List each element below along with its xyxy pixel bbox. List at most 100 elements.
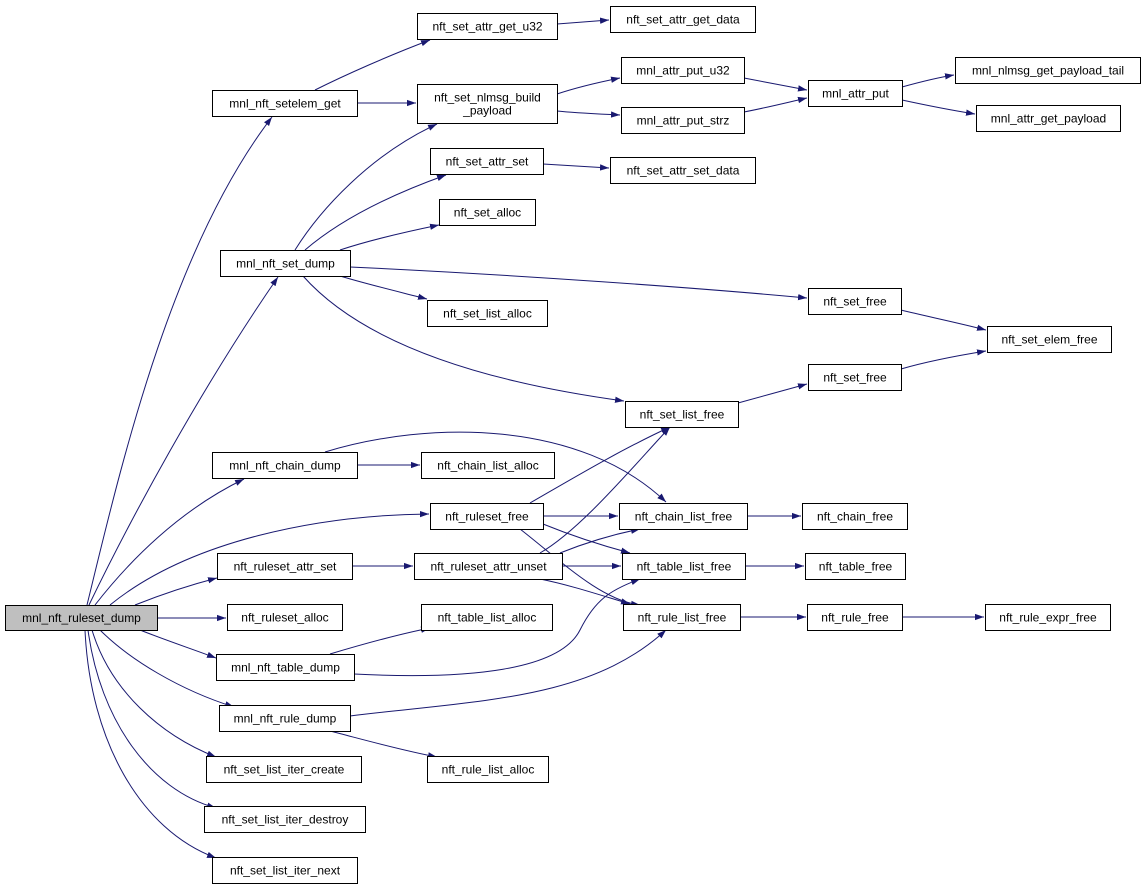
node-mnl-nft-rule-dump[interactable]: mnl_nft_rule_dump bbox=[219, 705, 351, 732]
node-box bbox=[414, 553, 563, 580]
node-label: nft_rule_list_alloc bbox=[442, 763, 535, 777]
node-mnl-attr-get-payload[interactable]: mnl_attr_get_payload bbox=[976, 105, 1121, 132]
node-nft-set-list-iter-destroy[interactable]: nft_set_list_iter_destroy bbox=[204, 806, 366, 833]
node-nft-ruleset-alloc[interactable]: nft_ruleset_alloc bbox=[227, 604, 343, 631]
edge-mnl_nft_table_dump-to-nft_table_list_alloc bbox=[329, 626, 431, 655]
node-nft-set-free-1[interactable]: nft_set_free bbox=[808, 288, 902, 315]
node-nft-ruleset-attr-set[interactable]: nft_ruleset_attr_set bbox=[217, 553, 353, 580]
node-box bbox=[808, 288, 902, 315]
node-label: mnl_attr_put bbox=[822, 87, 889, 101]
node-label: mnl_nft_rule_dump bbox=[234, 712, 337, 726]
node-box bbox=[619, 503, 748, 530]
edge-mnl_attr_put_u32-to-mnl_attr_put bbox=[743, 77, 808, 92]
node-label: nft_set_alloc bbox=[454, 206, 521, 220]
node-nft-set-attr-get-u32[interactable]: nft_set_attr_get_u32 bbox=[417, 13, 558, 40]
node-mnl-nft-chain-dump[interactable]: mnl_nft_chain_dump bbox=[212, 452, 358, 479]
edge-mnl_nft_ruleset_dump-to-nft_set_list_iter_next bbox=[84, 629, 217, 859]
node-label: nft_set_attr_set_data bbox=[627, 164, 740, 178]
node-box bbox=[217, 553, 353, 580]
edge-mnl_nft_ruleset_dump-to-mnl_nft_setelem_get bbox=[86, 116, 273, 606]
node-label: nft_set_nlmsg_build bbox=[434, 91, 541, 105]
node-label: nft_set_free bbox=[823, 295, 887, 309]
node-box bbox=[421, 452, 555, 479]
edge-mnl_nft_rule_dump-to-nft_rule_list_free bbox=[349, 629, 667, 717]
node-box bbox=[808, 364, 902, 391]
node-label: _payload bbox=[462, 104, 512, 118]
node-box bbox=[227, 604, 343, 631]
node-nft-rule-list-alloc[interactable]: nft_rule_list_alloc bbox=[427, 756, 549, 783]
node-nft-chain-list-alloc[interactable]: nft_chain_list_alloc bbox=[421, 452, 555, 479]
node-label: nft_set_elem_free bbox=[1001, 333, 1097, 347]
node-nft-set-elem-free[interactable]: nft_set_elem_free bbox=[987, 326, 1112, 353]
node-label: nft_set_list_free bbox=[640, 408, 725, 422]
edge-nft_set_nlmsg_build_payload-to-mnl_attr_put_u32 bbox=[556, 76, 621, 95]
node-mnl-nft-table-dump[interactable]: mnl_nft_table_dump bbox=[216, 654, 355, 681]
node-nft-table-list-alloc[interactable]: nft_table_list_alloc bbox=[421, 604, 553, 631]
node-nft-set-list-free[interactable]: nft_set_list_free bbox=[625, 401, 739, 428]
node-label: nft_ruleset_alloc bbox=[241, 611, 328, 625]
node-nft-set-attr-set[interactable]: nft_set_attr_set bbox=[430, 148, 544, 175]
node-nft-table-free[interactable]: nft_table_free bbox=[805, 553, 906, 580]
node-nft-chain-list-free[interactable]: nft_chain_list_free bbox=[619, 503, 748, 530]
node-nft-set-nlmsg-build-payload[interactable]: nft_set_nlmsg_build_payload bbox=[417, 84, 558, 124]
node-mnl-attr-put-u32[interactable]: mnl_attr_put_u32 bbox=[621, 57, 745, 84]
edges-layer bbox=[84, 17, 987, 859]
node-nft-chain-free[interactable]: nft_chain_free bbox=[802, 503, 908, 530]
edge-mnl_nft_set_dump-to-nft_set_free_1 bbox=[349, 266, 808, 301]
node-box bbox=[610, 6, 756, 33]
node-label: nft_set_free bbox=[823, 371, 887, 385]
node-label: nft_table_free bbox=[819, 560, 893, 574]
edge-nft_set_nlmsg_build_payload-to-mnl_attr_put_strz bbox=[556, 110, 621, 118]
node-nft-ruleset-free[interactable]: nft_ruleset_free bbox=[430, 503, 544, 530]
edge-mnl_nft_ruleset_dump-to-mnl_nft_chain_dump bbox=[94, 478, 245, 606]
node-box bbox=[216, 654, 355, 681]
node-box bbox=[427, 756, 549, 783]
node-nft-rule-free[interactable]: nft_rule_free bbox=[807, 604, 903, 631]
node-nft-set-attr-get-data[interactable]: nft_set_attr_get_data bbox=[610, 6, 756, 33]
node-label: nft_set_list_iter_create bbox=[224, 763, 345, 777]
node-mnl-nlmsg-get-payload-tail[interactable]: mnl_nlmsg_get_payload_tail bbox=[955, 57, 1141, 84]
node-label: mnl_nft_setelem_get bbox=[229, 97, 341, 111]
node-label: mnl_nft_ruleset_dump bbox=[22, 611, 141, 625]
node-label: mnl_nft_set_dump bbox=[236, 257, 335, 271]
node-mnl-attr-put-strz[interactable]: mnl_attr_put_strz bbox=[621, 107, 745, 134]
edge-nft_ruleset_attr_unset-to-nft_chain_list_free bbox=[559, 527, 641, 554]
edge-mnl_nft_ruleset_dump-to-mnl_nft_rule_dump bbox=[99, 629, 235, 708]
node-nft-set-free-2[interactable]: nft_set_free bbox=[808, 364, 902, 391]
node-label: nft_chain_list_free bbox=[635, 510, 733, 524]
node-mnl-nft-setelem-get[interactable]: mnl_nft_setelem_get bbox=[212, 90, 358, 117]
edge-nft_ruleset_free-to-nft_table_list_free bbox=[542, 523, 631, 554]
node-nft-set-list-iter-next[interactable]: nft_set_list_iter_next bbox=[212, 857, 358, 884]
node-mnl-attr-put[interactable]: mnl_attr_put bbox=[808, 80, 903, 107]
node-nft-set-list-iter-create[interactable]: nft_set_list_iter_create bbox=[206, 756, 362, 783]
node-mnl-nft-ruleset-dump[interactable]: mnl_nft_ruleset_dump bbox=[5, 605, 158, 631]
node-label: nft_set_list_iter_next bbox=[230, 864, 341, 878]
node-label: mnl_attr_put_strz bbox=[637, 114, 730, 128]
node-nft-table-list-free[interactable]: nft_table_list_free bbox=[622, 553, 746, 580]
edge-mnl_attr_put_strz-to-mnl_attr_put bbox=[743, 96, 808, 113]
node-nft-set-attr-set-data[interactable]: nft_set_attr_set_data bbox=[610, 157, 756, 184]
edge-mnl_nft_chain_dump-to-nft_chain_list_free bbox=[324, 431, 667, 503]
edge-nft_ruleset_free-to-nft_set_list_free bbox=[529, 426, 671, 504]
node-nft-set-alloc[interactable]: nft_set_alloc bbox=[439, 199, 536, 226]
edge-mnl_nft_ruleset_dump-to-nft_set_list_iter_create bbox=[91, 629, 217, 758]
node-nft-rule-list-free[interactable]: nft_rule_list_free bbox=[623, 604, 741, 631]
edge-mnl_nft_ruleset_dump-to-mnl_nft_set_dump bbox=[88, 276, 279, 606]
node-label: nft_ruleset_attr_set bbox=[234, 560, 337, 574]
node-mnl-nft-set-dump[interactable]: mnl_nft_set_dump bbox=[220, 250, 351, 277]
node-box bbox=[808, 80, 903, 107]
node-nft-rule-expr-free[interactable]: nft_rule_expr_free bbox=[985, 604, 1111, 631]
edge-mnl_nft_ruleset_dump-to-mnl_nft_table_dump bbox=[139, 629, 217, 659]
node-box bbox=[417, 84, 558, 124]
node-box bbox=[987, 326, 1112, 353]
node-label: mnl_nlmsg_get_payload_tail bbox=[972, 64, 1124, 78]
node-nft-set-list-alloc[interactable]: nft_set_list_alloc bbox=[427, 300, 548, 327]
node-nft-ruleset-attr-unset[interactable]: nft_ruleset_attr_unset bbox=[414, 553, 563, 580]
node-label: nft_set_list_alloc bbox=[443, 307, 532, 321]
node-label: nft_set_attr_get_u32 bbox=[432, 20, 542, 34]
node-box bbox=[621, 107, 745, 134]
edge-mnl_nft_set_dump-to-nft_set_nlmsg_build_payload bbox=[294, 123, 438, 251]
edge-nft_set_attr_set-to-nft_set_attr_set_data bbox=[542, 163, 610, 171]
node-box bbox=[421, 604, 553, 631]
